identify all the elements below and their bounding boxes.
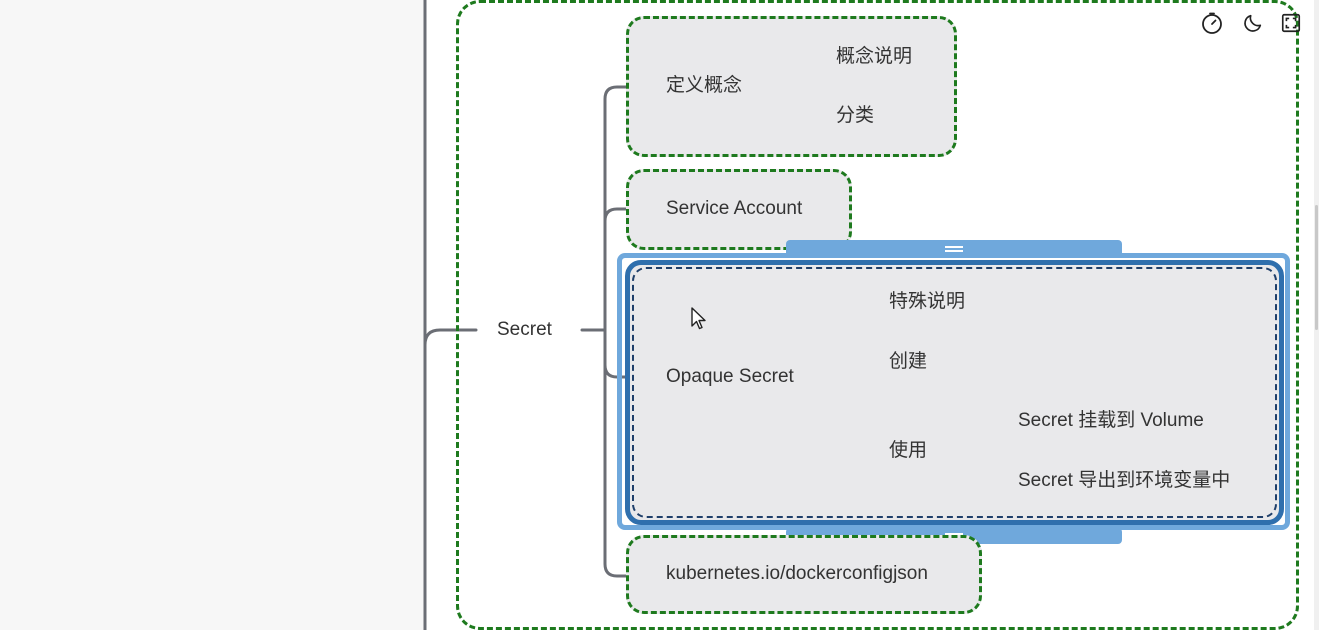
branch-definition-box[interactable] <box>626 16 957 157</box>
grip-icon <box>945 533 963 535</box>
timer-icon <box>1202 12 1222 34</box>
timer-button[interactable] <box>1197 8 1227 38</box>
node-create[interactable]: 创建 <box>889 351 928 372</box>
dark-mode-button[interactable] <box>1238 8 1268 38</box>
node-usage[interactable]: 使用 <box>889 440 928 461</box>
fullscreen-button[interactable] <box>1276 8 1306 38</box>
left-panel <box>0 0 424 630</box>
scrollbar-thumb[interactable] <box>1315 205 1318 330</box>
node-concept-explanation[interactable]: 概念说明 <box>836 46 913 67</box>
branch-opaque-secret-box[interactable] <box>625 260 1284 525</box>
fullscreen-icon <box>1281 13 1301 33</box>
node-mount-volume[interactable]: Secret 挂载到 Volume <box>1018 410 1204 431</box>
mouse-cursor-icon <box>691 307 706 330</box>
branch-service-account-box[interactable] <box>626 169 852 250</box>
branch-opaque-secret-label[interactable]: Opaque Secret <box>666 366 794 387</box>
branch-service-account-label[interactable]: Service Account <box>666 198 803 219</box>
branch-dockerconfigjson-label[interactable]: kubernetes.io/dockerconfigjson <box>666 563 928 584</box>
selection-dash-frame <box>632 267 1277 518</box>
grip-icon <box>945 246 963 248</box>
node-special-notes[interactable]: 特殊说明 <box>889 291 966 312</box>
root-node-secret[interactable]: Secret <box>497 319 552 340</box>
branch-dockerconfigjson-box[interactable] <box>626 535 982 614</box>
node-classification[interactable]: 分类 <box>836 105 875 126</box>
grip-icon <box>945 250 963 252</box>
dark-mode-icon <box>1244 14 1262 32</box>
branch-definition-label[interactable]: 定义概念 <box>666 75 743 96</box>
selection-outline <box>617 253 1290 530</box>
secret-group-frame <box>456 0 1299 630</box>
node-export-env[interactable]: Secret 导出到环境变量中 <box>1018 470 1231 491</box>
